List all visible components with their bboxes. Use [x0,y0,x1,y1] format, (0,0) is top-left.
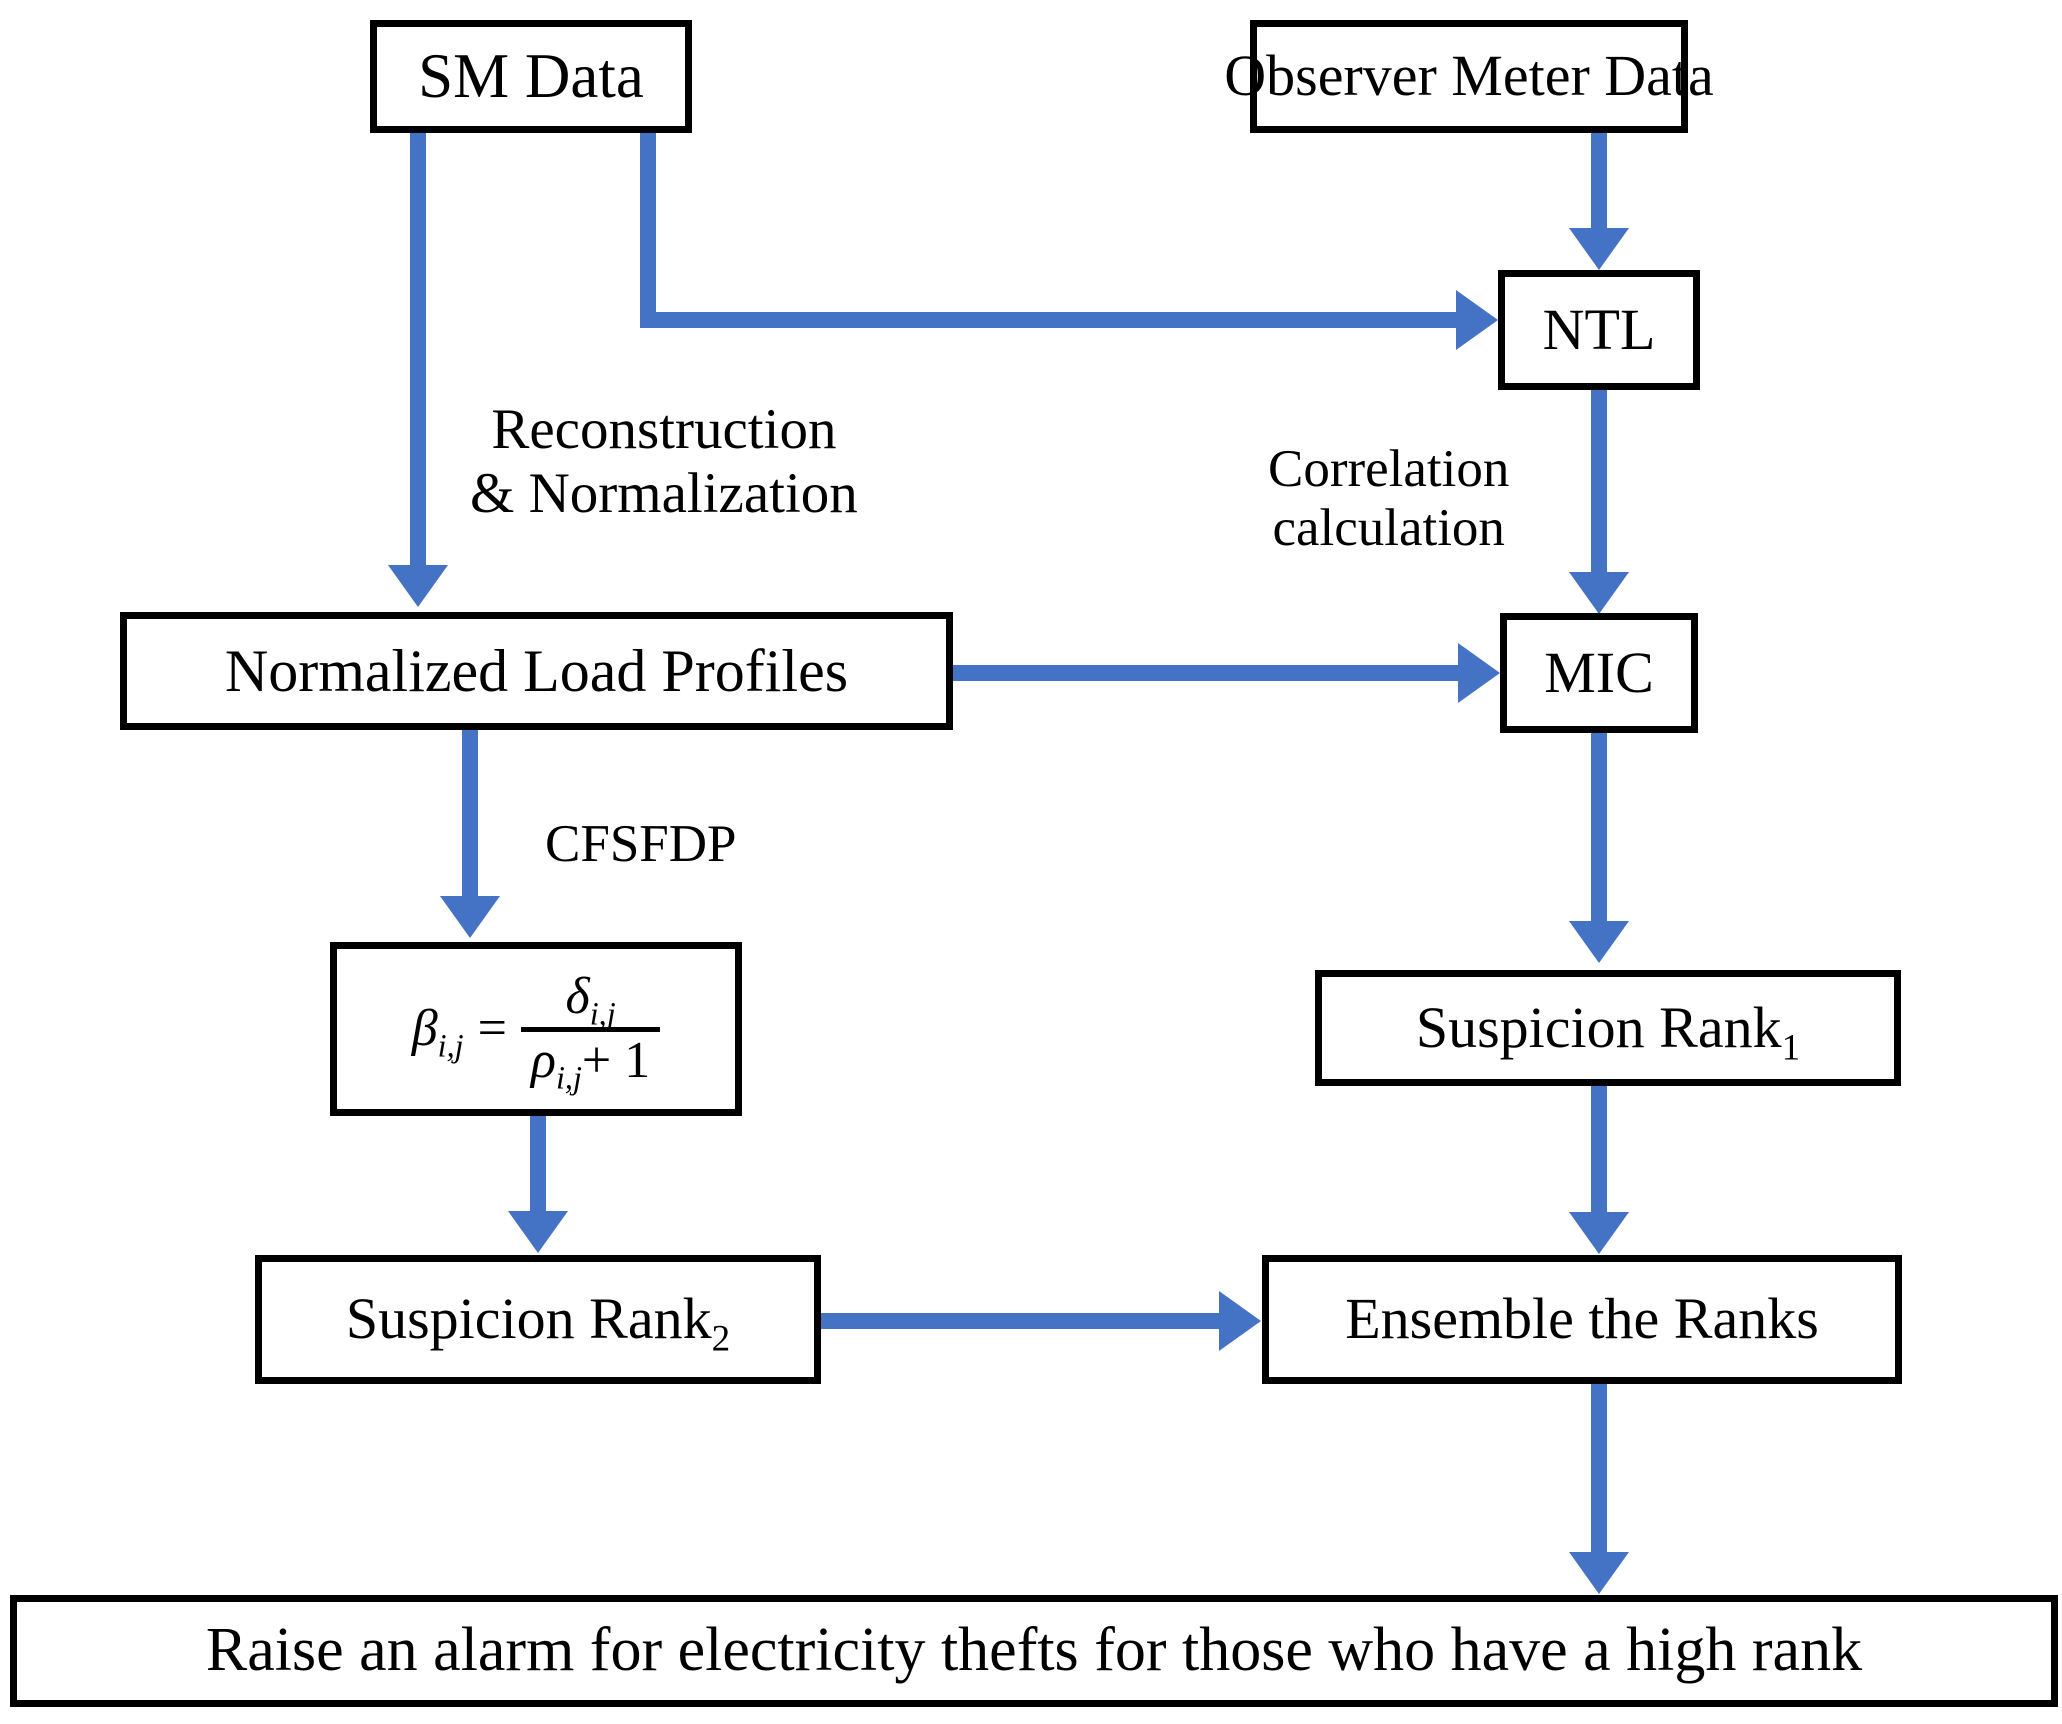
formula-numerator-subscript: i,j [589,995,616,1032]
edge-label-correlation-calculation: Correlation calculation [1268,440,1510,558]
node-suspicion-rank-2-label: Suspicion Rank2 [345,1286,730,1358]
edge-mic-to-rank1-arrowhead [1569,921,1629,963]
edge-observer-to-ntl-arrowhead [1569,228,1629,270]
edge-label-reconstruction-normalization: Reconstruction & Normalization [470,398,858,525]
node-ensemble-the-ranks-label: Ensemble the Ranks [1345,1286,1819,1352]
edge-ensemble-to-alarm-arrowhead [1569,1552,1629,1594]
node-ensemble-the-ranks[interactable]: Ensemble the Ranks [1262,1255,1902,1384]
formula-lhs-subscript: i,j [437,1027,464,1064]
formula-denominator-symbol: ρ [530,1031,556,1089]
edge-ensemble-to-alarm-line [1591,1384,1607,1554]
node-suspicion-rank-2[interactable]: Suspicion Rank2 [255,1255,821,1384]
node-suspicion-rank-1-subscript: 1 [1781,1027,1801,1069]
formula-denominator: ρi,j+ 1 [521,1031,660,1093]
node-ntl[interactable]: NTL [1498,270,1700,390]
node-raise-alarm[interactable]: Raise an alarm for electricity thefts fo… [10,1595,2058,1707]
edge-smdata-to-ntl-vertical [640,133,656,320]
edge-mic-to-rank1-line [1591,733,1607,925]
formula-fraction: δi,j ρi,j+ 1 [520,967,661,1093]
edge-rank1-to-ensemble-arrowhead [1569,1212,1629,1254]
edge-formula-to-rank2-line [530,1116,546,1213]
edge-observer-to-ntl-line [1591,133,1607,235]
edge-smdata-to-nlp-arrowhead [388,565,448,607]
edge-ntl-to-mic-line [1591,390,1607,576]
edge-rank2-to-ensemble-line [821,1313,1221,1329]
node-suspicion-rank-2-base: Suspicion Rank [345,1286,712,1352]
formula-numerator-symbol: δ [565,967,590,1025]
edge-label-cfsfdp: CFSFDP [545,815,737,873]
node-mic[interactable]: MIC [1500,613,1698,733]
edge-formula-to-rank2-arrowhead [508,1211,568,1253]
edge-nlp-to-formula-line [462,730,478,898]
edge-nlp-to-mic-arrowhead [1458,643,1500,703]
formula-fraction-bar [520,1026,661,1032]
formula-numerator: δi,j [556,967,626,1029]
node-ntl-label: NTL [1542,296,1656,362]
node-sm-data-label: SM Data [418,41,644,112]
edge-nlp-to-formula-arrowhead [440,896,500,938]
beta-formula-expression: βi,j = δi,j ρi,j+ 1 [411,967,661,1093]
node-observer-meter-data-label: Observer Meter Data [1224,43,1714,109]
node-normalized-load-profiles-label: Normalized Load Profiles [224,637,849,704]
node-normalized-load-profiles[interactable]: Normalized Load Profiles [120,612,953,730]
node-suspicion-rank-2-subscript: 2 [711,1318,731,1360]
node-observer-meter-data[interactable]: Observer Meter Data [1224,20,1714,133]
edge-ntl-to-mic-arrowhead [1569,572,1629,614]
node-suspicion-rank-1[interactable]: Suspicion Rank1 [1315,970,1901,1086]
formula-denominator-tail: + 1 [581,1031,651,1089]
node-raise-alarm-label: Raise an alarm for electricity thefts fo… [205,1616,1863,1685]
node-mic-label: MIC [1544,639,1654,705]
node-suspicion-rank-1-label: Suspicion Rank1 [1415,994,1800,1067]
formula-lhs: βi,j [411,999,464,1061]
edge-smdata-to-nlp-line [410,133,426,565]
node-beta-formula[interactable]: βi,j = δi,j ρi,j+ 1 [330,942,742,1116]
node-suspicion-rank-1-base: Suspicion Rank [1415,994,1782,1060]
node-sm-data[interactable]: SM Data [370,20,692,133]
formula-equals: = [477,999,507,1057]
edge-nlp-to-mic-line [953,665,1460,681]
edge-smdata-to-ntl-arrowhead [1456,290,1498,350]
edge-rank1-to-ensemble-line [1591,1086,1607,1214]
formula-denominator-subscript: i,j [555,1058,582,1095]
formula-lhs-symbol: β [411,999,438,1057]
edge-smdata-to-ntl-horizontal [640,312,1458,328]
edge-rank2-to-ensemble-arrowhead [1219,1291,1261,1351]
